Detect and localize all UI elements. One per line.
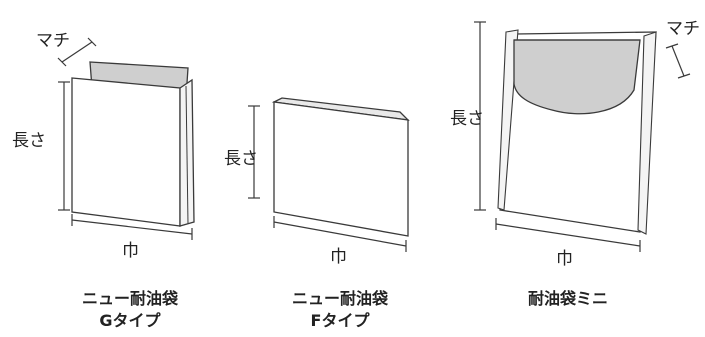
length-label-g: 長さ <box>12 131 46 151</box>
bag-mini-gusset-left <box>497 29 519 211</box>
gusset-dim-mini <box>671 45 685 77</box>
width-dim-g <box>71 219 193 235</box>
gusset-dim-g-tick-b <box>87 37 97 47</box>
bag-f-type: 長さ 巾 ニュー耐油袋 Fタイプ <box>224 97 410 330</box>
gusset-label-mini: マチ <box>666 19 700 39</box>
gusset-dim-mini-tick-a <box>665 43 679 49</box>
width-label-mini: 巾 <box>556 249 573 269</box>
length-label-mini: 長さ <box>450 109 484 129</box>
bag-mini-flap <box>513 39 641 115</box>
caption-g-line1: ニュー耐油袋 <box>82 289 179 308</box>
length-label-f: 長さ <box>224 149 258 169</box>
width-label-g: 巾 <box>122 241 139 261</box>
gusset-dim-g <box>61 41 93 63</box>
gusset-dim-mini-tick-b <box>677 73 691 79</box>
bag-g-type: マチ 長さ 巾 ニュー耐油袋 Gタイプ <box>12 31 195 330</box>
gusset-label-g: マチ <box>36 31 70 51</box>
bag-mini-gusset-right <box>637 31 657 235</box>
caption-f-line2: Fタイプ <box>311 311 371 330</box>
bag-mini: マチ 長さ 巾 耐油袋ミニ <box>450 19 700 308</box>
width-dim-mini <box>495 223 641 247</box>
width-dim-f <box>273 221 407 247</box>
caption-g-line2: Gタイプ <box>99 311 161 330</box>
width-label-f: 巾 <box>330 247 347 267</box>
caption-mini-line1: 耐油袋ミニ <box>528 289 608 308</box>
bag-f-front <box>273 101 409 237</box>
bag-g-gusset-fold <box>185 85 189 225</box>
bag-g-front <box>71 77 181 227</box>
gusset-dim-g-tick-a <box>57 57 67 67</box>
caption-f-line1: ニュー耐油袋 <box>292 289 389 308</box>
